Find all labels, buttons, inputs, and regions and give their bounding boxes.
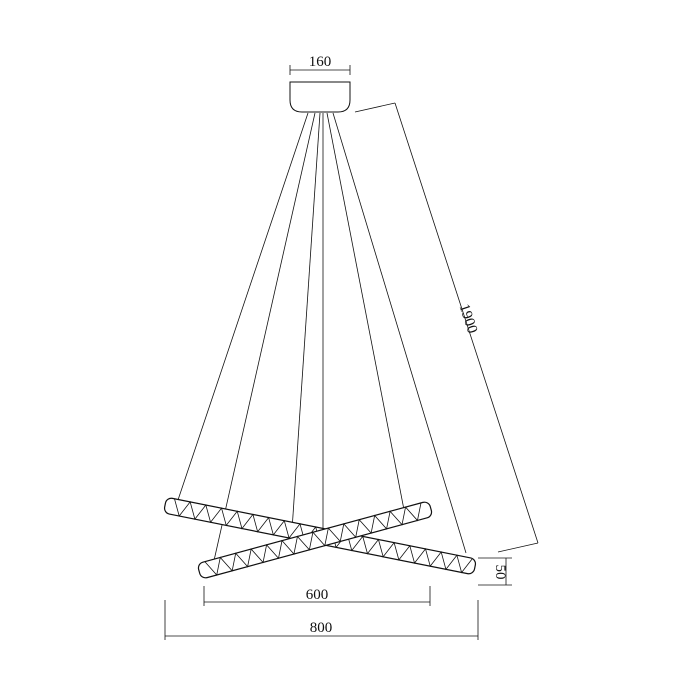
overall-height-dimension: 1900: [354, 102, 539, 553]
canopy-width-label: 160: [309, 54, 332, 70]
large-ring-width-label: 800: [310, 620, 333, 636]
ring-thickness-dimension: 50: [478, 557, 512, 586]
small-ring-width-label: 600: [306, 587, 329, 603]
small-ring: [197, 501, 433, 579]
small-ring-width-dimension: 600: [203, 586, 431, 606]
ring-thickness-label: 50: [492, 565, 508, 580]
overall-height-label: 1900: [456, 302, 480, 335]
suspension-wires: [177, 112, 467, 566]
large-ring-width-dimension: 800: [164, 600, 479, 640]
ceiling-canopy: [289, 81, 351, 113]
canopy-width-dimension: 160: [289, 54, 351, 75]
